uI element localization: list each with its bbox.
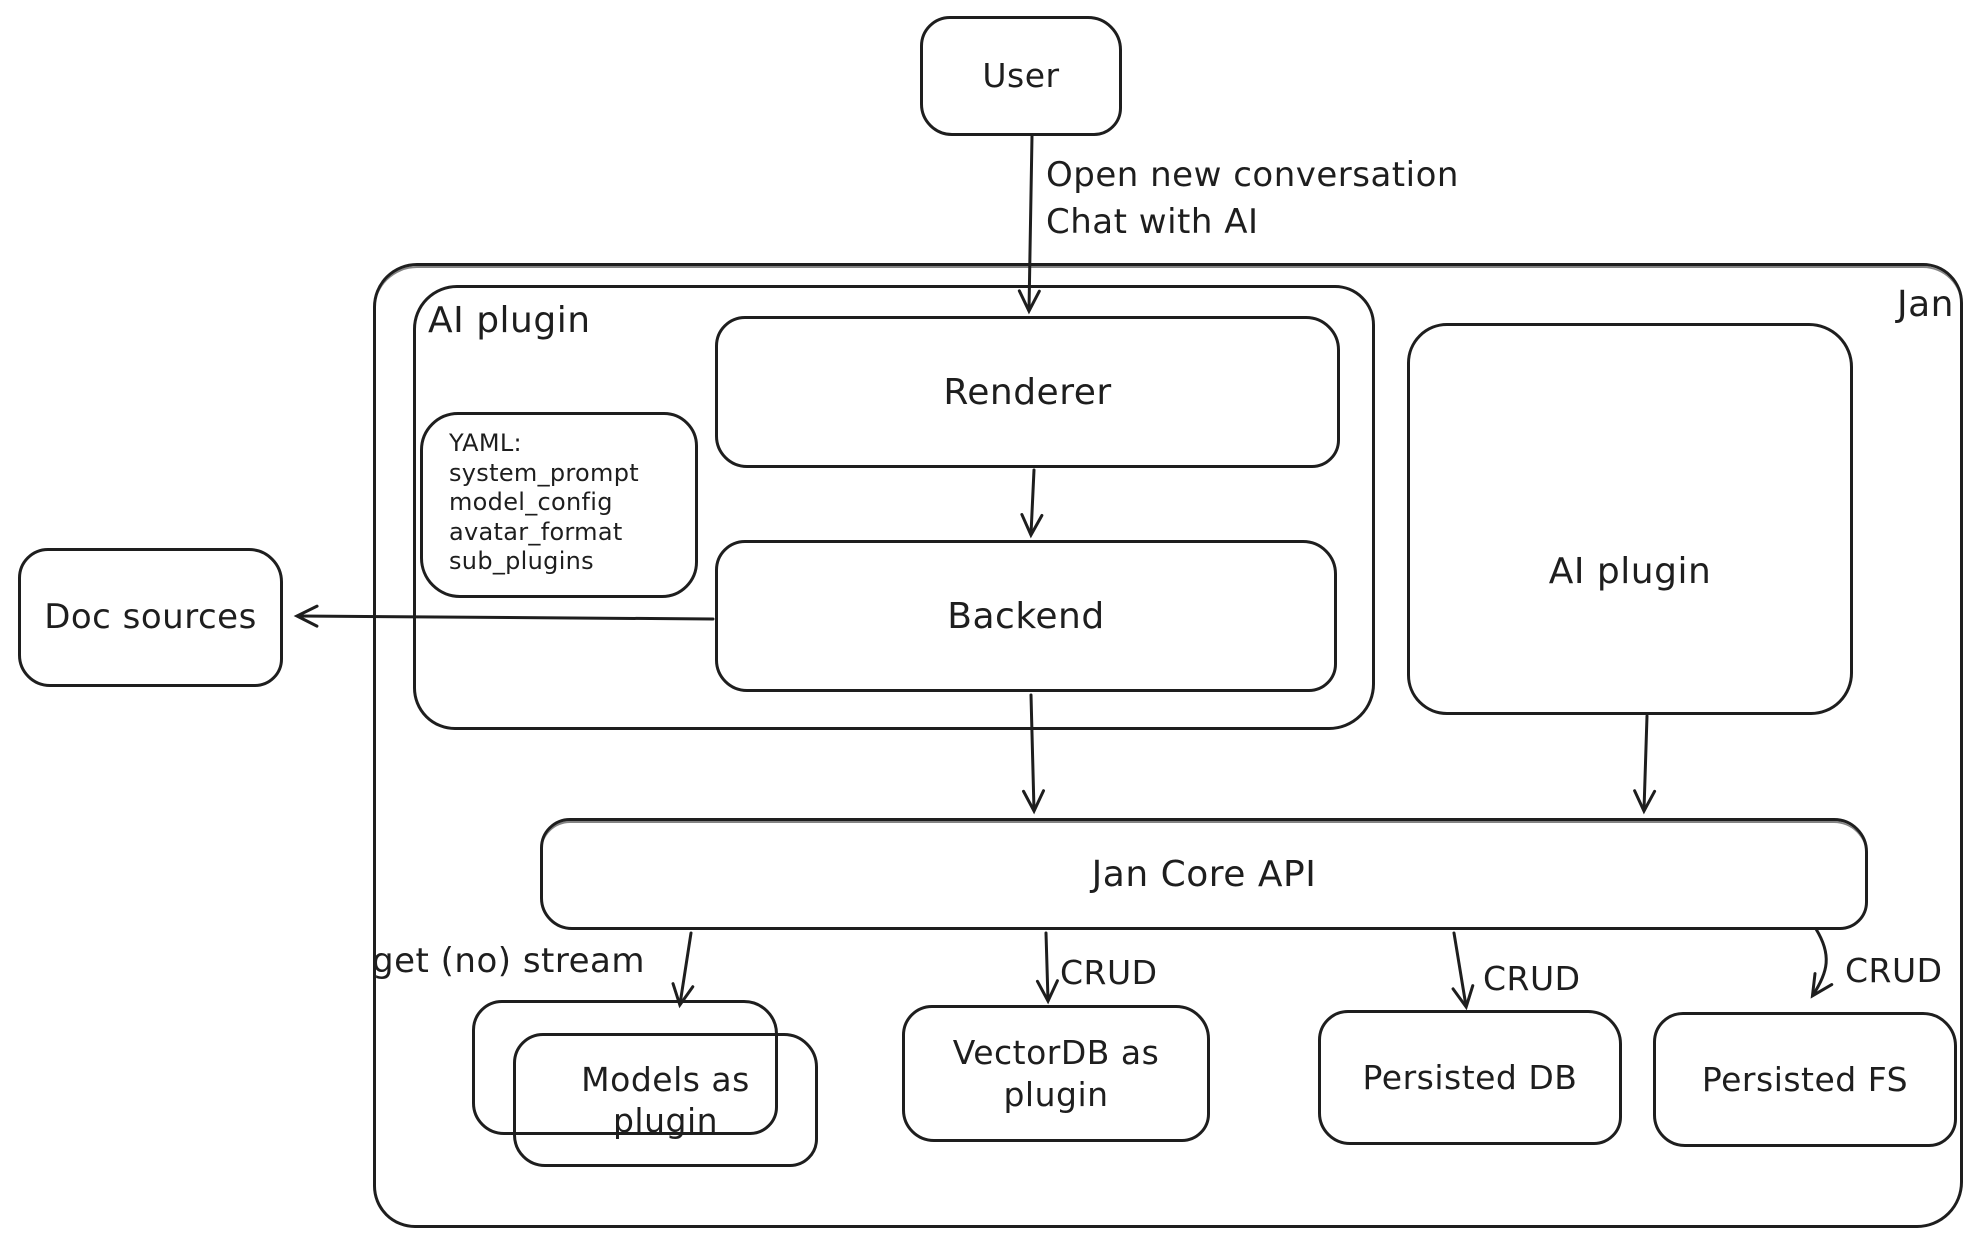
node-persisted-db: Persisted DB bbox=[1318, 1010, 1622, 1145]
node-vectordb-plugin: VectorDB as plugin bbox=[902, 1005, 1210, 1142]
node-ai-plugin-right-label: AI plugin bbox=[1548, 550, 1712, 592]
yaml-line-model-config: model_config bbox=[449, 488, 613, 517]
node-persisted-db-label: Persisted DB bbox=[1362, 1057, 1578, 1097]
yaml-line-system-prompt: system_prompt bbox=[449, 458, 639, 487]
container-jan bbox=[373, 263, 1963, 1228]
edge-label-crud-persisted-fs: CRUD bbox=[1845, 951, 1943, 990]
node-doc-sources-label: Doc sources bbox=[44, 597, 257, 638]
node-doc-sources: Doc sources bbox=[18, 548, 283, 687]
node-models-plugin: Models as plugin bbox=[513, 1033, 818, 1167]
node-models-plugin-backdrop bbox=[472, 1000, 778, 1135]
node-persisted-fs-label: Persisted FS bbox=[1701, 1059, 1909, 1099]
note-yaml-config: YAML: system_prompt model_config avatar_… bbox=[420, 412, 698, 598]
node-jan-core-api: Jan Core API bbox=[540, 818, 1868, 930]
yaml-title: YAML: bbox=[449, 429, 522, 457]
edge-label-get-no-stream: get (no) stream bbox=[372, 941, 645, 981]
node-models-plugin-label: Models as plugin bbox=[581, 1059, 750, 1140]
edge-label-line1: Open new conversation bbox=[1046, 155, 1459, 195]
node-jan-core-api-label: Jan Core API bbox=[1091, 853, 1317, 895]
node-backend: Backend bbox=[715, 540, 1337, 692]
container-ai-plugin bbox=[413, 285, 1375, 730]
node-backend-label: Backend bbox=[947, 595, 1105, 637]
node-user: User bbox=[920, 16, 1122, 136]
edge-label-user-to-renderer: Open new conversation Chat with AI bbox=[1046, 152, 1459, 246]
edge-label-crud-persisted-db: CRUD bbox=[1483, 959, 1581, 998]
container-ai-plugin-label: AI plugin bbox=[428, 300, 591, 341]
node-user-label: User bbox=[982, 56, 1060, 96]
yaml-line-sub-plugins: sub_plugins bbox=[449, 547, 594, 576]
yaml-line-avatar-format: avatar_format bbox=[449, 517, 623, 546]
container-jan-label: Jan bbox=[1897, 284, 1954, 325]
node-vectordb-plugin-label: VectorDB as plugin bbox=[952, 1033, 1160, 1114]
node-renderer: Renderer bbox=[715, 316, 1340, 468]
node-ai-plugin-right: AI plugin bbox=[1407, 323, 1853, 715]
node-persisted-fs: Persisted FS bbox=[1653, 1012, 1957, 1147]
edge-label-crud-vectordb: CRUD bbox=[1060, 953, 1158, 992]
node-renderer-label: Renderer bbox=[943, 371, 1112, 413]
edge-label-line2: Chat with AI bbox=[1046, 201, 1259, 242]
